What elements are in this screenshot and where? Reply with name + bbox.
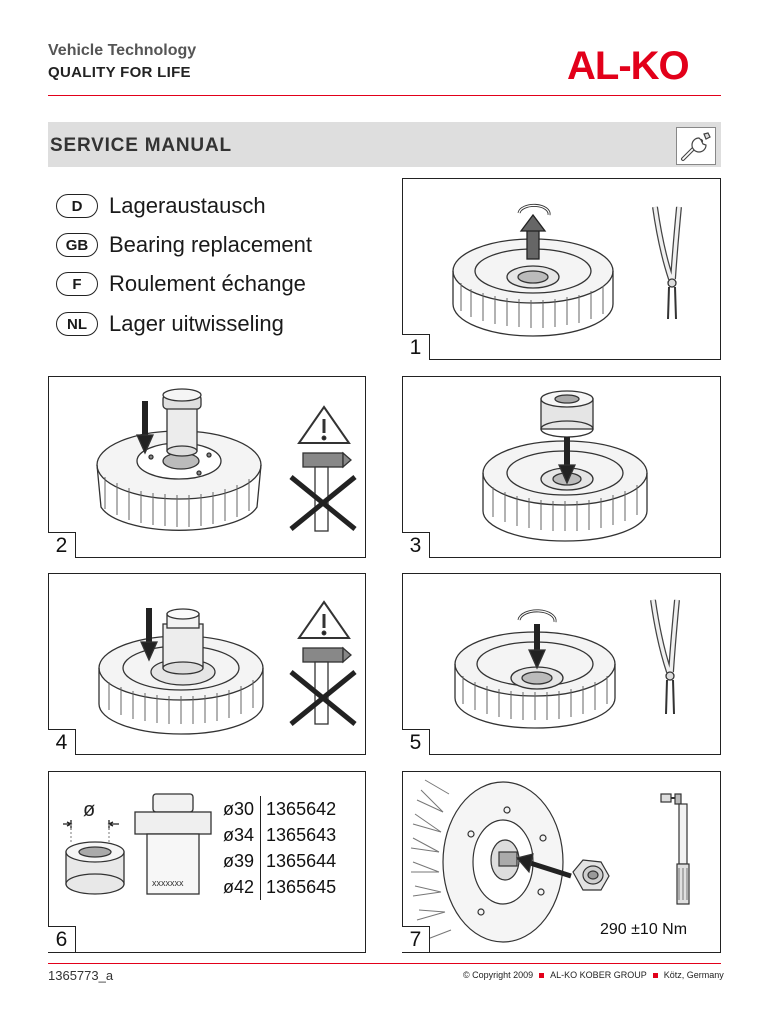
step-number: 4 [48, 729, 76, 755]
language-row-d: D Lageraustausch [56, 191, 266, 221]
footer-divider [48, 963, 721, 964]
manual-title: SERVICE MANUAL [50, 135, 232, 156]
step-2-panel [48, 376, 366, 558]
step-number: 7 [402, 926, 430, 952]
language-row-gb: GB Bearing replacement [56, 230, 312, 260]
lang-title: Lager uitwisseling [109, 311, 284, 336]
size-diameter: ø34 [223, 825, 255, 845]
company-text: AL-KO KOBER GROUP [550, 970, 647, 980]
wrench-icon [676, 127, 716, 165]
step-number: 3 [402, 532, 430, 558]
step-number: 5 [402, 729, 430, 755]
size-part-number: 1365643 [260, 822, 341, 848]
red-square-icon [652, 972, 658, 978]
torque-value: 290 ±10 Nm [600, 921, 688, 938]
lang-title: Roulement échange [109, 271, 306, 296]
size-diameter: ø39 [223, 851, 255, 871]
size-diameter: ø42 [223, 877, 255, 897]
step-number: 2 [48, 532, 76, 558]
header-slogan: QUALITY FOR LIFE [48, 64, 191, 81]
step-number: 6 [48, 926, 76, 952]
location-text: Kötz, Germany [663, 970, 724, 980]
footer-copyright-line: © Copyright 2009 AL-KO KOBER GROUP Kötz,… [463, 970, 724, 980]
lang-title: Bearing replacement [109, 232, 313, 257]
title-banner [48, 122, 721, 167]
size-part-number: 1365642 [260, 796, 341, 822]
brand-logo: AL-KO [565, 40, 723, 88]
size-diameter: ø30 [223, 799, 255, 819]
language-row-nl: NL Lager uitwisseling [56, 309, 284, 339]
language-row-f: F Roulement échange [56, 269, 306, 299]
brand-logo-text: AL-KO [567, 44, 689, 88]
size-part-number: 1365645 [260, 874, 341, 900]
header-subtitle: Vehicle Technology [48, 42, 197, 59]
step-1-panel [402, 178, 721, 360]
lang-code-badge: NL [56, 312, 98, 336]
tool-label: xxxxxxx [152, 878, 184, 888]
step-3-panel [402, 376, 721, 558]
step-number: 1 [402, 334, 430, 360]
lang-title: Lageraustausch [109, 193, 266, 218]
step-5-panel [402, 573, 721, 755]
lang-code-badge: GB [56, 233, 98, 257]
step-4-panel [48, 573, 366, 755]
lang-code-badge: D [56, 194, 98, 218]
size-part-number: 1365644 [260, 848, 341, 874]
red-square-icon [539, 972, 545, 978]
step-7-panel: 290 ±10 Nm [402, 771, 721, 953]
diameter-symbol: ø [83, 799, 95, 821]
document-number: 1365773_a [48, 968, 114, 983]
header-divider [48, 95, 721, 96]
lang-code-badge: F [56, 272, 98, 296]
copyright-text: © Copyright 2009 [463, 970, 534, 980]
